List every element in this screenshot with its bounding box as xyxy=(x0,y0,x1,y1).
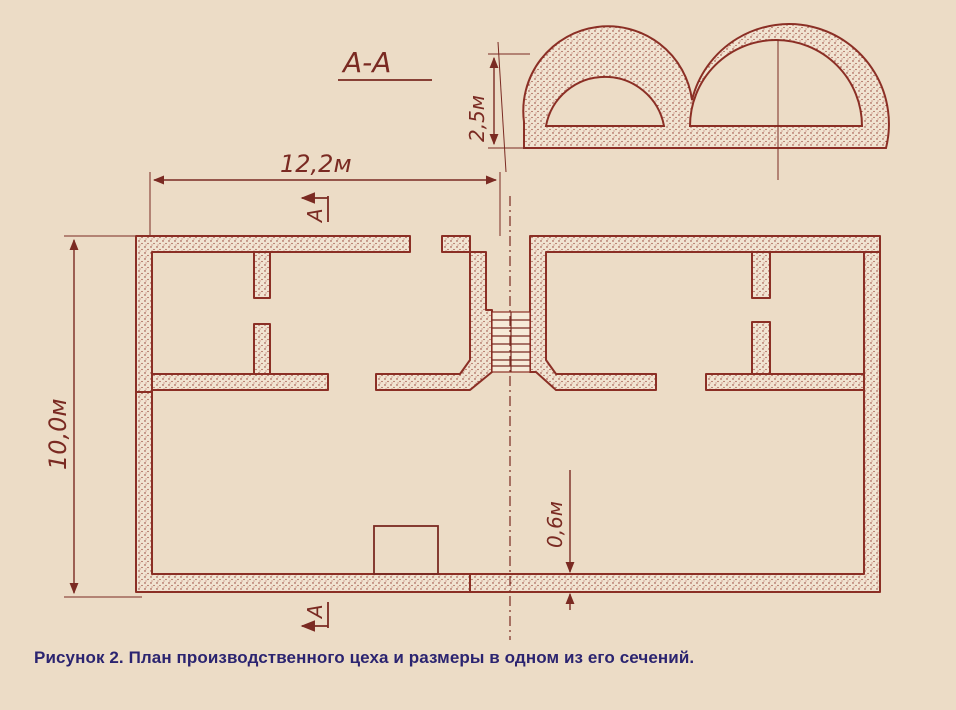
wall-left-outer-bottom xyxy=(135,391,471,593)
equipment-box xyxy=(373,525,439,575)
plan-walls xyxy=(135,235,881,593)
width-dimension: 12,2м xyxy=(149,150,501,240)
wall-right-partition-bottom xyxy=(751,321,771,375)
cut-marker-top: A xyxy=(300,192,329,224)
length-label: 10,0м xyxy=(44,398,72,470)
cut-marker-top-label: A xyxy=(303,208,327,224)
figure-caption: Рисунок 2. План производственного цеха и… xyxy=(34,648,695,667)
wall-corridor-right xyxy=(529,235,881,391)
width-label: 12,2м xyxy=(280,150,352,178)
cut-marker-bottom-label: A xyxy=(303,604,327,620)
wall-right-outer xyxy=(469,251,881,593)
section-walls xyxy=(522,23,890,149)
section-height-label: 2,5м xyxy=(465,95,489,142)
gap-label: 0,6м xyxy=(543,501,567,548)
cross-section: A-A 2,5м xyxy=(338,23,890,180)
passage-hatch xyxy=(491,311,531,373)
gap-dimension: 0,6м xyxy=(543,470,575,610)
wall-left-partition-bottom xyxy=(253,323,271,375)
wall-left-outer-top xyxy=(135,235,411,393)
wall-right-partition-top xyxy=(751,251,771,299)
section-axis-left xyxy=(497,41,507,173)
wall-corridor-left xyxy=(375,235,493,391)
cut-marker-bottom: A xyxy=(300,602,329,632)
length-dimension: 10,0м xyxy=(44,235,142,598)
wall-left-mid xyxy=(151,373,329,391)
wall-left-partition-top xyxy=(253,251,271,299)
wall-right-mid xyxy=(705,373,865,391)
section-label: A-A xyxy=(341,46,391,79)
